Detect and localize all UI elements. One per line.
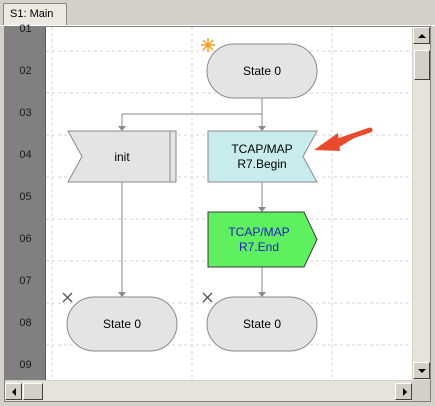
row-number: 04 [19, 149, 32, 161]
red-pointer-arrow-icon [314, 127, 373, 151]
scroll-right-button[interactable] [395, 383, 412, 400]
output-signal-tcap-end [207, 211, 318, 268]
vertical-scrollbar[interactable] [412, 27, 430, 380]
vertical-scroll-thumb[interactable] [414, 50, 430, 80]
diagram-canvas[interactable]: State 0 init TCAP/MAP R7.Begin TCAP/MAP [46, 27, 412, 380]
row-number: 03 [19, 107, 32, 119]
tcap-end-line2: R7.End [239, 240, 279, 254]
left-state-label: State 0 [103, 317, 141, 331]
state-node-start [206, 43, 318, 99]
connectors [121, 98, 263, 292]
scrollbar-corner [412, 380, 430, 401]
tab-divider [0, 25, 435, 26]
state-node-left [66, 296, 178, 352]
init-signal-label: init [114, 150, 130, 164]
row-gutter: 01 02 03 04 05 06 07 08 09 [5, 23, 46, 380]
row-number: 09 [19, 359, 32, 371]
diagram-frame: 01 02 03 04 05 06 07 08 09 [4, 23, 431, 402]
horizontal-scroll-thumb[interactable] [23, 383, 43, 400]
terminate-x-icon [62, 292, 73, 303]
tcap-begin-line1: TCAP/MAP [231, 142, 292, 156]
right-state-label: State 0 [243, 317, 281, 331]
row-number: 01 [19, 23, 32, 35]
input-signal-tcap-begin [207, 130, 318, 183]
row-number: 07 [19, 275, 32, 287]
terminate-x-icon [202, 292, 213, 303]
scroll-up-button[interactable] [413, 27, 430, 44]
row-number: 06 [19, 233, 32, 245]
start-state-label: State 0 [243, 64, 281, 78]
state-node-right [206, 296, 318, 352]
scroll-down-button[interactable] [413, 362, 430, 379]
row-number: 05 [19, 191, 32, 203]
scroll-right-icon [403, 388, 407, 396]
row-number: 08 [19, 317, 32, 329]
tcap-end-line1: TCAP/MAP [228, 225, 289, 239]
start-star-icon [201, 38, 215, 52]
scroll-left-button[interactable] [5, 383, 22, 400]
tcap-begin-line2: R7.Begin [237, 157, 286, 171]
scroll-down-icon [418, 369, 426, 373]
horizontal-scrollbar[interactable] [5, 380, 412, 401]
tab-s1-main[interactable]: S1: Main [3, 3, 67, 25]
scroll-up-icon [418, 34, 426, 38]
scroll-left-icon [12, 388, 16, 396]
row-number: 02 [19, 65, 32, 77]
input-signal-init [67, 130, 177, 183]
